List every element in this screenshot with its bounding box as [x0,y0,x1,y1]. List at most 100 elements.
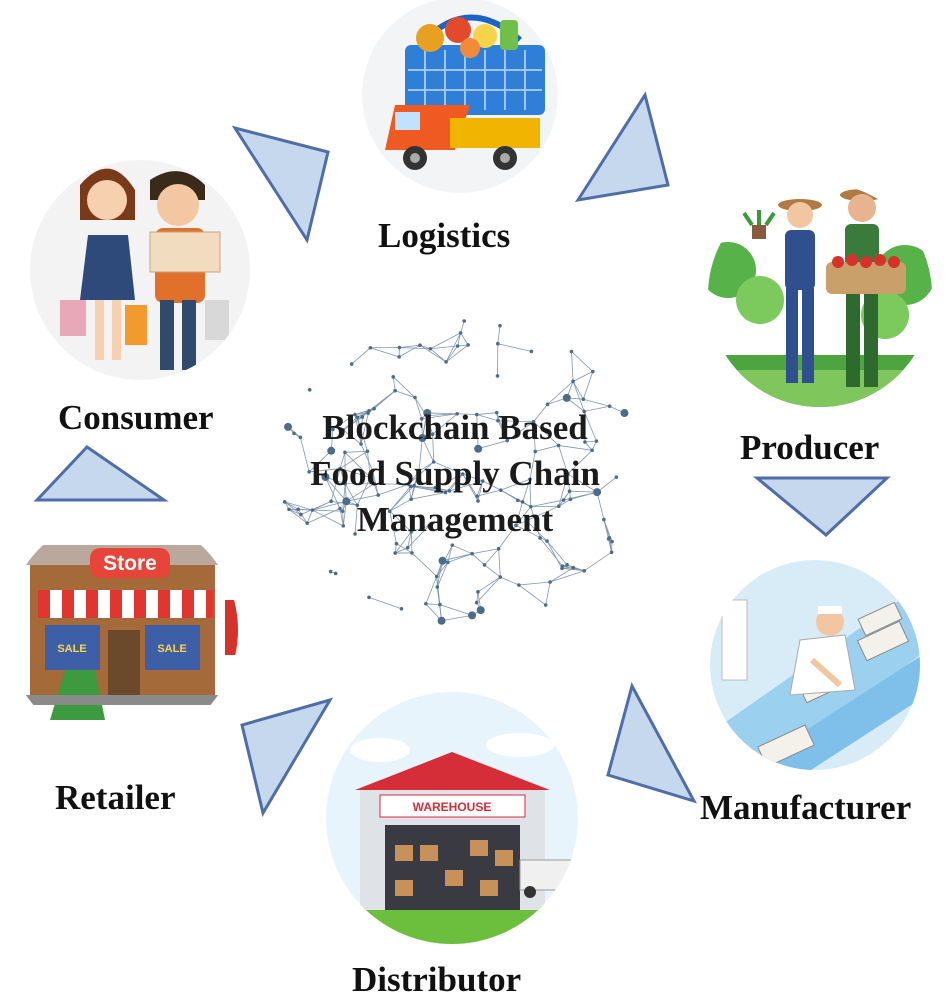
network-link [284,501,302,515]
title-line-1: Blockchain Based [322,408,588,447]
network-node [556,504,561,509]
network-link [529,479,532,507]
network-link [297,509,308,524]
network-node [292,431,296,436]
network-node [408,484,413,489]
network-link [288,509,308,524]
network-node [593,488,602,497]
network-link [284,501,299,510]
network-node [367,595,371,600]
network-node [446,560,450,565]
network-link [572,381,585,412]
network-link [530,506,541,539]
network-node [528,477,532,482]
network-link [476,480,484,497]
network-node [430,432,435,436]
network-link [354,412,369,415]
network-node [545,539,549,543]
network-link [284,501,313,511]
network-node [419,417,424,421]
network-link [392,376,416,398]
network-link [373,483,379,496]
network-node [548,580,552,584]
network-link [445,332,461,363]
network-link [517,499,531,507]
network-link [411,552,438,577]
network-link [389,511,397,544]
network-node [409,497,413,501]
network-link [339,468,371,478]
network-node [496,418,500,423]
network-link [367,451,371,478]
network-node [437,616,446,625]
label-consumer: Consumer [58,398,214,437]
network-link [436,560,443,588]
network-node [329,499,333,504]
network-link [346,494,379,502]
network-node [355,503,360,508]
arrow-manufacturer-to-distributor [606,681,698,804]
network-link [518,581,551,586]
network-link [567,474,571,500]
network-link [515,520,527,526]
network-node [412,483,416,488]
network-link [354,505,358,534]
network-link [354,408,375,415]
network-node [340,509,345,514]
title-line-3: Management [356,500,554,539]
network-node [538,536,542,540]
network-link [418,461,434,472]
network-node [418,343,422,348]
network-node [394,541,399,546]
network-node [498,324,502,328]
network-link [484,548,499,566]
network-node [474,444,483,453]
network-link [414,397,423,419]
network-node [360,415,365,419]
network-node [455,344,460,348]
network-link [482,480,502,491]
network-node [561,498,566,502]
network-node [409,529,414,534]
network-link [418,437,423,472]
network-node [328,569,333,574]
network-link [445,345,458,363]
network-node [366,411,370,415]
network-node [372,481,376,486]
network-node [428,346,433,351]
network-link [498,548,501,578]
network-node [353,532,357,536]
network-link [472,548,499,555]
network-node [494,410,499,415]
network-node [368,346,373,350]
network-link [549,570,585,583]
network-node [583,440,587,444]
network-node [438,602,442,607]
network-link [330,468,341,502]
network-link [515,506,532,526]
network-link [462,473,483,482]
network-link [533,421,559,446]
network-link [439,604,473,616]
label-producer: Producer [740,428,880,467]
network-link [471,553,485,566]
network-link [344,450,368,453]
network-link [452,544,473,555]
network-link [435,487,446,493]
network-node [387,509,392,513]
network-link [312,509,344,527]
network-link [300,500,332,515]
network-link [546,540,568,566]
network-link [346,483,375,502]
diagram-title: Blockchain Based Food Supply Chain Manag… [270,405,640,543]
network-node [372,406,376,411]
network-node [468,611,477,620]
network-node [470,551,474,556]
network-node [462,319,467,323]
network-node [460,472,465,476]
network-link [427,412,458,415]
network-link [515,501,523,526]
network-link [432,413,458,435]
network-node [305,521,310,526]
network-node [505,438,509,443]
